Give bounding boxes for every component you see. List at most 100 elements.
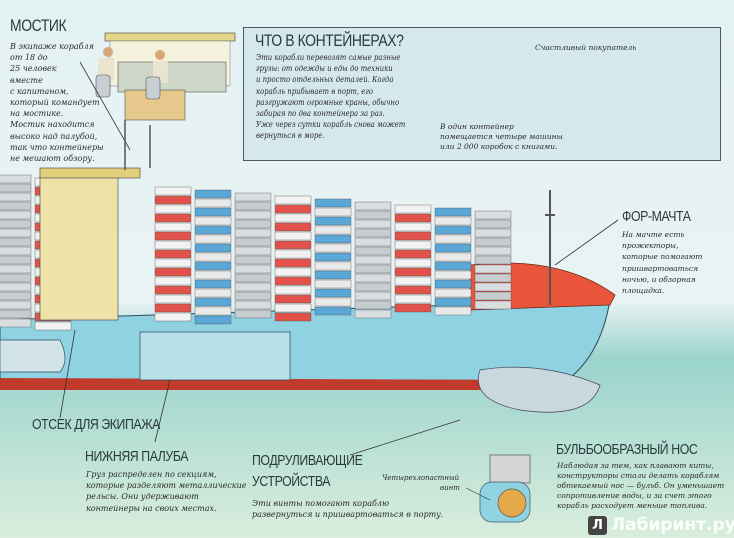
text-line: Груз распределен по секциям, (86, 470, 217, 479)
bridge-illustration (79, 32, 236, 151)
container (354, 264, 392, 274)
container (154, 258, 192, 268)
container (314, 216, 352, 226)
container (354, 255, 392, 265)
container (194, 270, 232, 280)
container (0, 237, 32, 247)
container (354, 201, 392, 211)
text-line: корабль прибывает в порт, его (256, 86, 373, 96)
container (154, 204, 192, 214)
container (0, 255, 32, 265)
container (434, 270, 472, 280)
container (474, 273, 512, 283)
container (274, 258, 312, 268)
container (0, 309, 32, 319)
container (274, 294, 312, 304)
container (274, 231, 312, 241)
superstructure (39, 120, 151, 321)
container (354, 219, 392, 229)
text-line: В один контейнер (440, 122, 514, 131)
text-line: рельсы. Они удерживают (86, 492, 199, 502)
container (314, 297, 352, 307)
container (394, 240, 432, 250)
pointer-lines (59, 329, 171, 443)
text-line: контейнеры на своих местах. (86, 503, 217, 513)
container (394, 222, 432, 232)
container (434, 297, 472, 307)
container (0, 174, 32, 184)
container (154, 285, 192, 295)
text-line: Наблюдая за тем, как плавают киты, (557, 461, 714, 470)
container (274, 213, 312, 223)
text-line: Эти корабли перевозят самые разные (256, 53, 401, 62)
watermark-logo-icon: Л (588, 516, 607, 535)
bridge-title: МОСТИК (10, 16, 67, 35)
container (154, 312, 192, 322)
container (0, 291, 32, 301)
container (0, 201, 32, 211)
container (434, 225, 472, 235)
container (274, 222, 312, 232)
buyer-label: Счастливый покупатель (535, 43, 637, 52)
text-line: которые помогают (622, 252, 703, 262)
text-line: вместе (10, 75, 43, 85)
container (234, 201, 272, 211)
container (194, 306, 232, 316)
container (394, 294, 432, 304)
thrusters-title-2: УСТРОЙСТВА (252, 473, 331, 490)
text-line: ночью, и обзорная (622, 274, 696, 284)
container (354, 273, 392, 283)
container (194, 297, 232, 307)
container (194, 225, 232, 235)
container (0, 219, 32, 229)
container (234, 246, 272, 256)
container (194, 261, 232, 271)
container (154, 213, 192, 223)
text-line: разгружают огромные краны, обычно (256, 97, 400, 107)
container (194, 207, 232, 217)
text-line: конструкторы стали делать кораблям (557, 471, 720, 480)
container (154, 231, 192, 241)
container (154, 240, 192, 250)
container (394, 276, 432, 286)
container (234, 219, 272, 229)
container (394, 213, 432, 223)
text-line: который командует (10, 98, 100, 108)
lower-deck-title: НИЖНЯЯ ПАЛУБА (85, 448, 189, 465)
container (234, 300, 272, 310)
text-line: прожекторы, (622, 241, 679, 251)
foremast-title: ФОР-МАЧТА (622, 208, 691, 225)
container (0, 282, 32, 292)
container (354, 228, 392, 238)
container (194, 279, 232, 289)
container (234, 264, 272, 274)
container (154, 195, 192, 205)
container (34, 321, 72, 331)
text-line: или 2 000 коробок с книгами. (440, 142, 558, 151)
container (154, 294, 192, 304)
container (314, 207, 352, 217)
text-line: не мешают обзору. (10, 154, 95, 164)
propeller-label-1: Четырехлопастный (382, 474, 460, 482)
text-line: помещается четыре машины (440, 132, 563, 141)
container (354, 246, 392, 256)
container (154, 276, 192, 286)
text-line: сопротивление воды, и за счет этого (557, 491, 712, 500)
container (274, 204, 312, 214)
text-line: и просто отдельных деталей. Когда (256, 75, 394, 85)
container (314, 198, 352, 208)
text-line: высоко над палубой, (10, 131, 98, 141)
container (274, 312, 312, 322)
container (354, 237, 392, 247)
container (194, 252, 232, 262)
container (154, 249, 192, 259)
container (0, 318, 32, 328)
lower-deck-description: Груз распределен по секциям,которые разд… (86, 469, 246, 514)
container (314, 288, 352, 298)
text-line: площадка. (622, 286, 665, 296)
text-line: 25 человек (10, 64, 57, 74)
